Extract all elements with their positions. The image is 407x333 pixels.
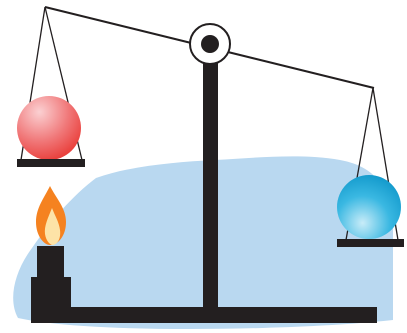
scale-post — [203, 44, 218, 316]
hot-ball — [17, 96, 81, 160]
burner-bottom-block — [31, 277, 71, 323]
left-pan — [17, 159, 85, 167]
burner-top-block — [37, 246, 64, 280]
right-pan — [337, 239, 404, 247]
pivot-center — [201, 35, 219, 53]
scale-base — [38, 307, 377, 323]
cool-ball — [337, 175, 401, 239]
